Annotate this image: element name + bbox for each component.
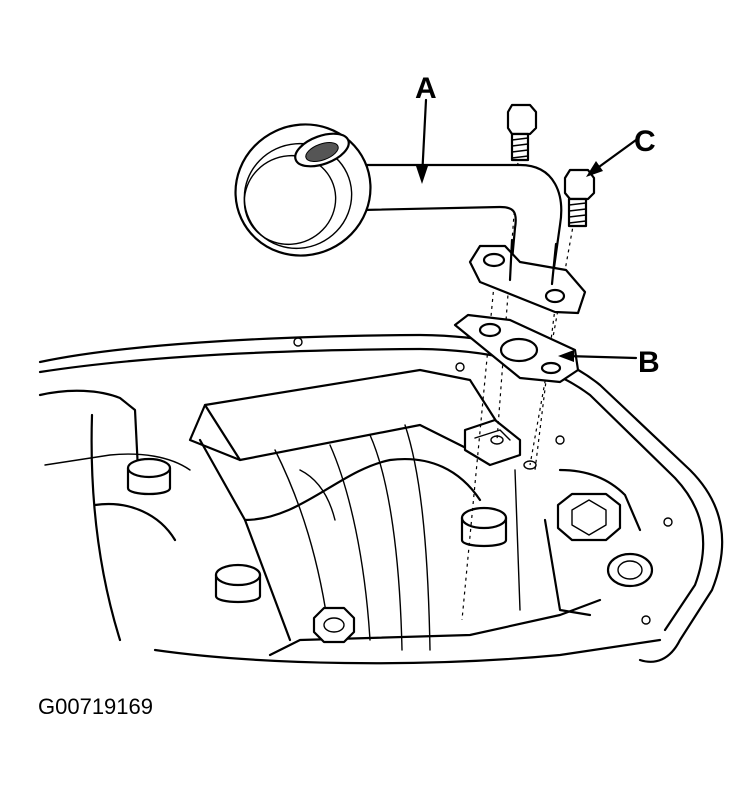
pan-bolts [126, 457, 622, 644]
pan-nut [312, 606, 356, 644]
leader-a [416, 98, 428, 184]
mounting-bolt-c [563, 168, 596, 228]
pan-hex-bolt [556, 492, 622, 542]
mounting-bolt [506, 103, 538, 162]
label-c: C [634, 125, 656, 158]
figure-id: G00719169 [38, 694, 153, 719]
oil-pan [38, 333, 724, 665]
pan-bolt [214, 563, 262, 604]
pan-bolt [126, 457, 172, 496]
leader-b [558, 350, 638, 362]
label-b: B [638, 346, 660, 379]
label-a: A [415, 72, 437, 105]
gasket [453, 313, 580, 384]
pan-bolt [460, 506, 508, 548]
oil-strainer [234, 123, 587, 315]
leader-c [586, 138, 638, 177]
